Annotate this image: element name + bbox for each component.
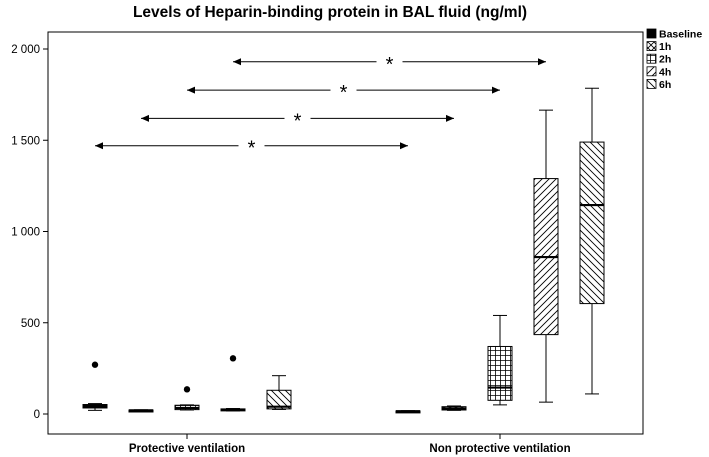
boxplot xyxy=(487,314,513,406)
box xyxy=(487,345,513,401)
legend-swatch xyxy=(646,41,657,51)
boxplot xyxy=(174,386,200,411)
plot-frame xyxy=(47,31,644,435)
y-axis: 0 500 1 000 1 500 2 000 xyxy=(11,44,48,421)
significance-bracket: * xyxy=(95,138,408,160)
significance-bracket: * xyxy=(141,110,454,132)
boxplot xyxy=(579,87,605,395)
arrowhead-right xyxy=(492,86,500,94)
boxplot xyxy=(395,410,421,414)
x-axis: Protective ventilation Non protective ven… xyxy=(129,434,571,455)
legend-label: 2h xyxy=(659,54,671,66)
legend-swatch xyxy=(646,66,657,77)
legend-swatch xyxy=(646,53,657,64)
significance-label: * xyxy=(248,138,256,160)
y-tick-label: 0 xyxy=(34,409,40,421)
boxplot xyxy=(533,109,559,403)
arrowhead-left xyxy=(187,86,195,94)
significance-bracket: * xyxy=(233,54,546,76)
significance-bracket: * xyxy=(187,82,500,104)
chart-title: Levels of Heparin-binding protein in BAL… xyxy=(133,4,527,21)
box xyxy=(579,141,605,305)
legend-item: 2h xyxy=(646,53,671,66)
outlier-point xyxy=(183,386,191,393)
boxplot xyxy=(220,355,246,412)
arrowhead-left xyxy=(233,58,241,66)
legend-label: 4h xyxy=(659,66,671,78)
significance-annotations: * * * * xyxy=(95,54,546,160)
outlier-point xyxy=(91,361,99,368)
legend-swatch xyxy=(646,79,657,89)
y-tick-label: 1 500 xyxy=(11,135,40,147)
boxplot xyxy=(128,409,154,413)
arrowhead-left xyxy=(141,114,149,122)
y-tick-label: 1 000 xyxy=(11,227,40,239)
arrowhead-left xyxy=(95,142,103,150)
legend-item: 1h xyxy=(646,41,671,53)
significance-label: * xyxy=(340,82,348,104)
x-tick-label: Protective ventilation xyxy=(129,443,245,455)
legend-label: 6h xyxy=(659,79,671,91)
legend-item: Baseline xyxy=(646,28,702,41)
arrowhead-right xyxy=(538,58,546,66)
boxplots xyxy=(82,87,605,414)
legend-item: 4h xyxy=(646,66,671,78)
legend-label: Baseline xyxy=(659,29,702,41)
legend-swatch xyxy=(646,28,657,39)
y-tick-label: 500 xyxy=(21,318,40,330)
significance-label: * xyxy=(386,54,394,76)
boxplot xyxy=(266,375,292,410)
arrowhead-right xyxy=(446,114,454,122)
arrowhead-right xyxy=(400,142,408,150)
y-tick-label: 2 000 xyxy=(11,44,40,56)
legend-item: 6h xyxy=(646,79,671,91)
legend-label: 1h xyxy=(659,41,671,53)
x-tick-label: Non protective ventilation xyxy=(429,443,570,455)
boxplot xyxy=(441,405,467,411)
significance-label: * xyxy=(294,110,302,132)
outlier-point xyxy=(229,355,237,362)
boxplot xyxy=(82,361,108,411)
box xyxy=(266,389,292,410)
